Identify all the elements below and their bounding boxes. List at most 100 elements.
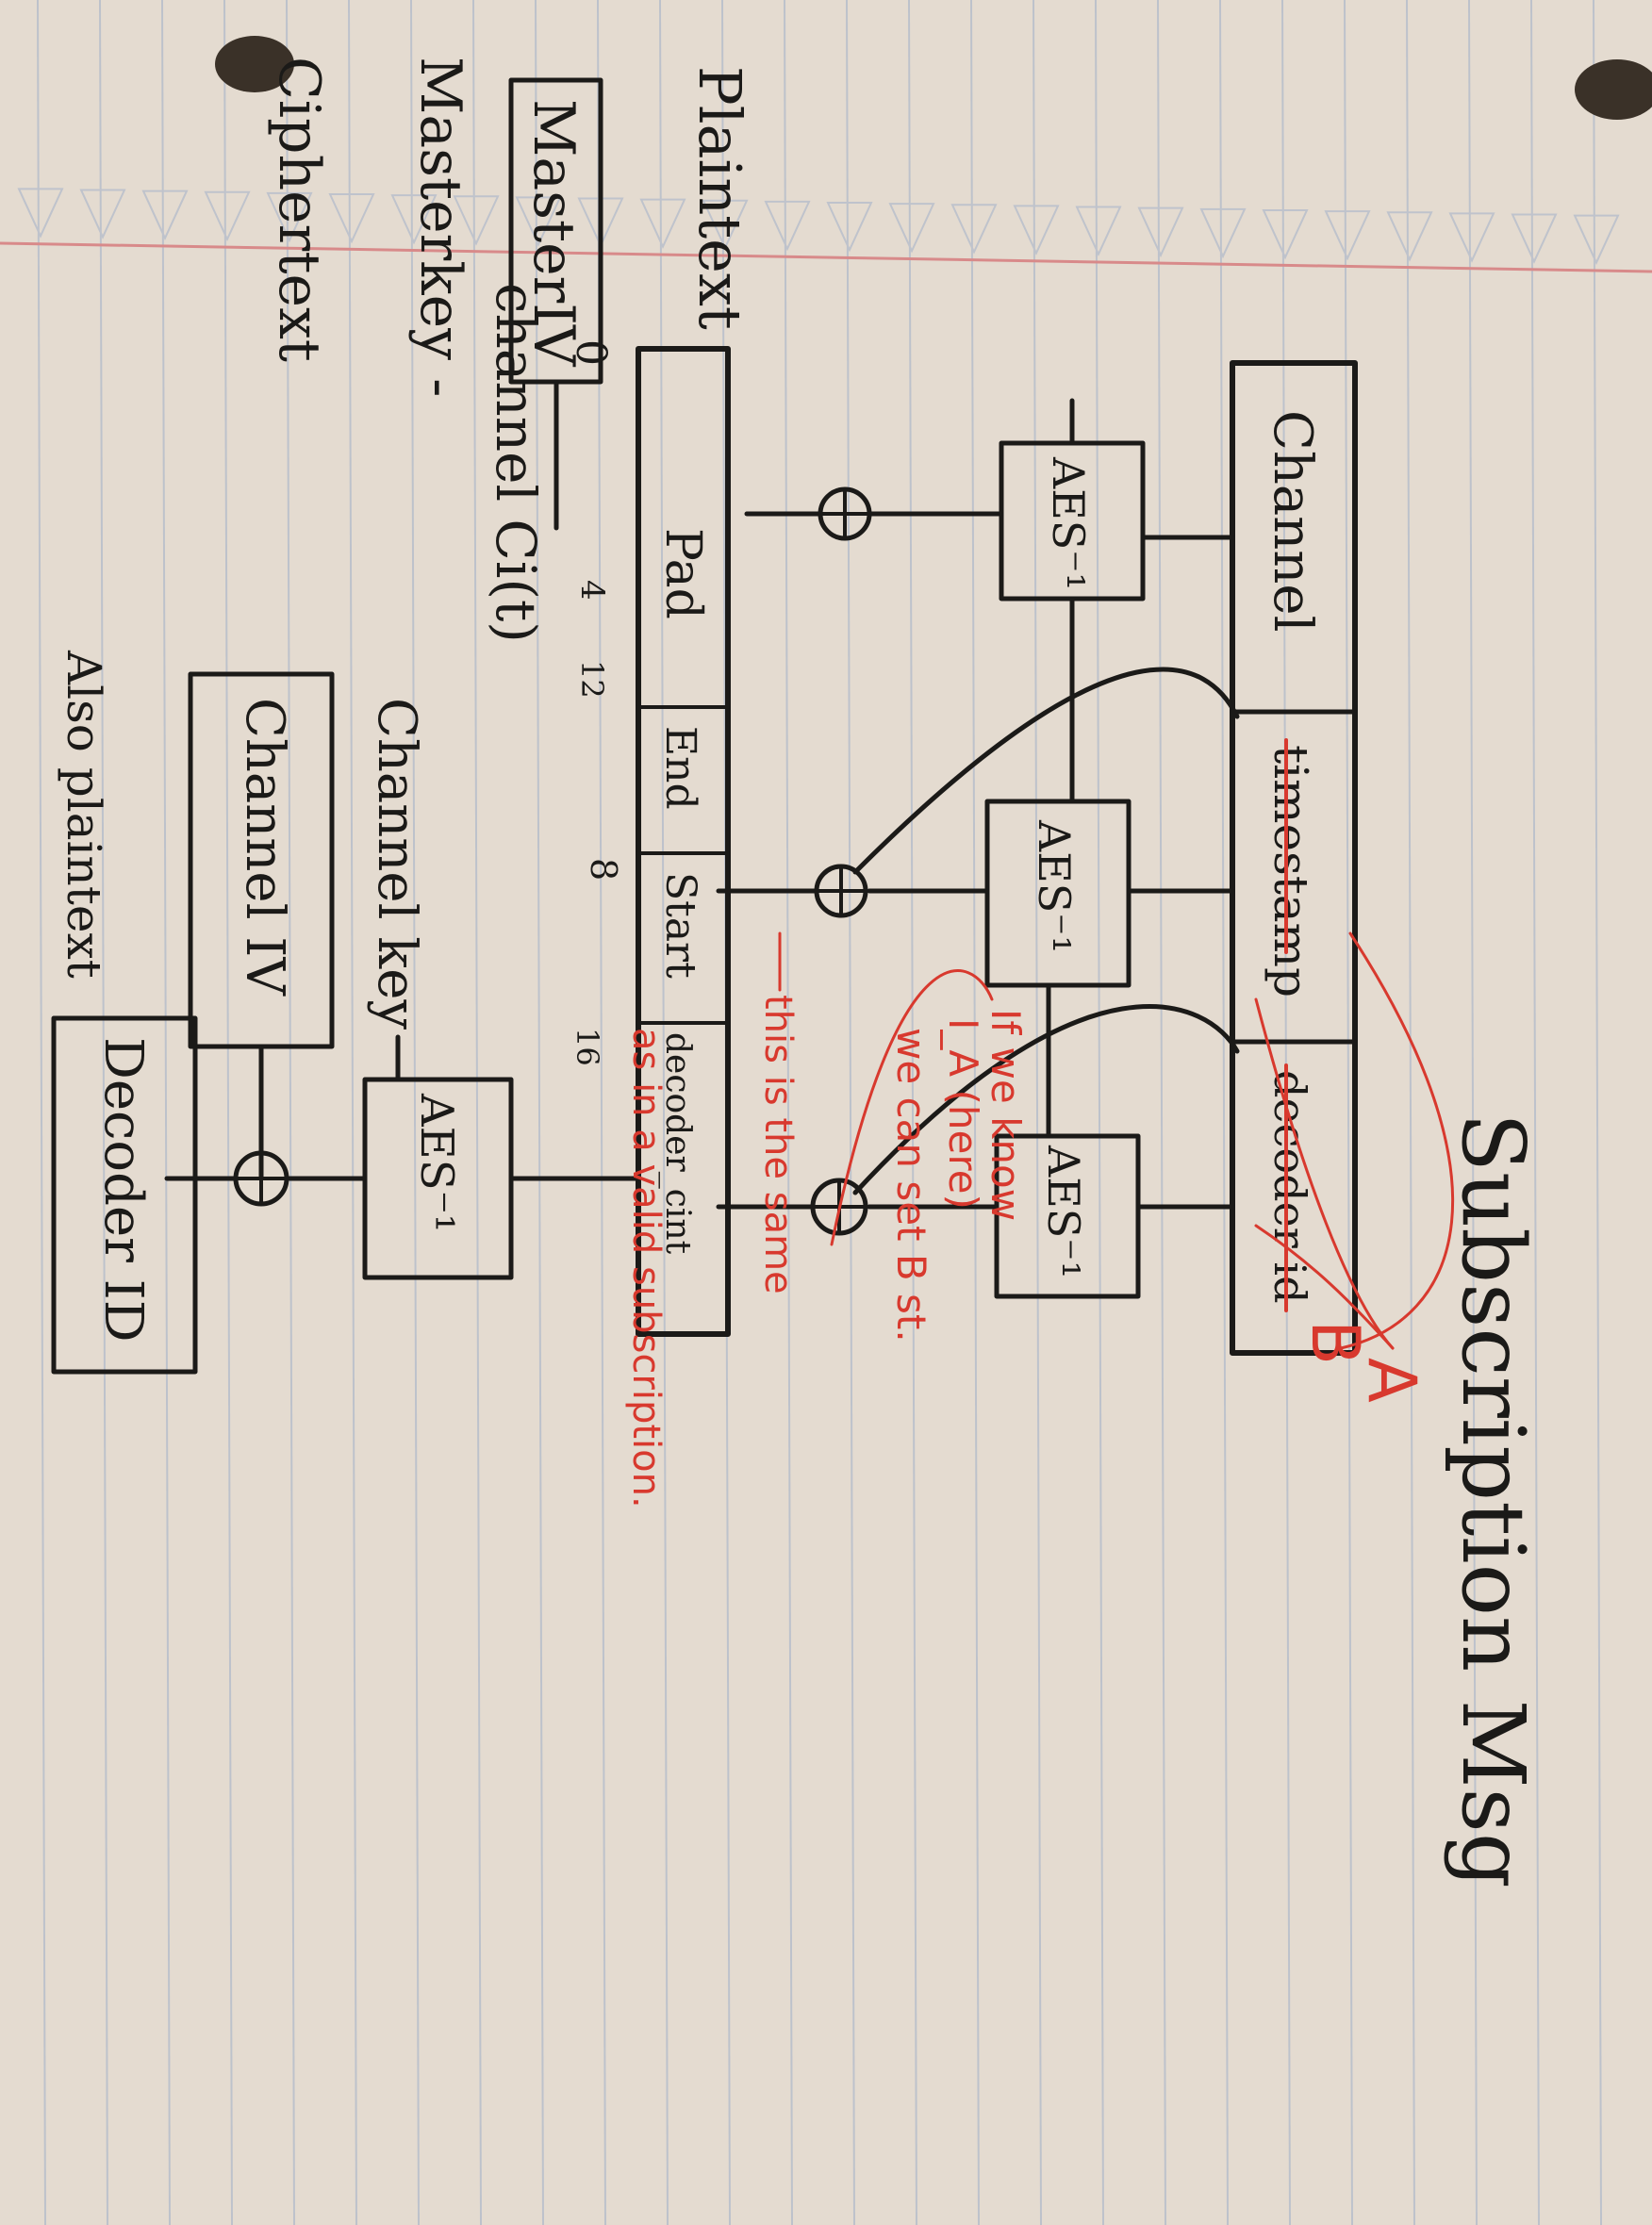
ciphertext-field-decoder-id: decoder id bbox=[1264, 1070, 1315, 1304]
aes-inv-block-3 bbox=[994, 1133, 1141, 1299]
plaintext-bar bbox=[636, 346, 731, 1337]
rule-line bbox=[99, 0, 108, 2225]
diagram-title: Subscription Msg bbox=[1443, 1112, 1544, 1888]
margin-triangle bbox=[1511, 213, 1558, 264]
margin-triangle bbox=[266, 191, 313, 243]
label-channel-cint: channel Ci(t) bbox=[484, 283, 548, 643]
xor-node-1 bbox=[818, 486, 872, 541]
channel-iv-label: Channel IV bbox=[234, 698, 295, 997]
cbc-chain-curve-2 bbox=[852, 1004, 1240, 1195]
plaintext-field-start: Start bbox=[656, 872, 704, 979]
margin-triangle bbox=[1324, 210, 1371, 261]
rule-line bbox=[1530, 0, 1540, 2225]
ciphertext-field-channel: Channel bbox=[1262, 410, 1323, 632]
ruled-lines bbox=[37, 0, 1602, 2225]
margin-triangle bbox=[950, 204, 998, 255]
xor-node-4 bbox=[233, 1150, 289, 1207]
plaintext-field-pad: Pad bbox=[654, 528, 711, 619]
margin-triangle bbox=[79, 189, 126, 239]
margin-triangle bbox=[826, 202, 873, 253]
ciphertext-bar bbox=[1230, 360, 1358, 1356]
margin-triangle bbox=[17, 188, 64, 239]
label-also-plaintext: Also plaintext bbox=[57, 650, 111, 979]
rule-line bbox=[223, 0, 233, 2225]
aes-inv-label-3: AES⁻¹ bbox=[1038, 1145, 1089, 1278]
arrow-to-b bbox=[1339, 931, 1455, 1350]
margin-triangle bbox=[453, 195, 500, 246]
margin-triangle-row bbox=[17, 188, 1620, 265]
arrow-to-a-2 bbox=[1254, 1224, 1395, 1350]
binder-hole-left bbox=[215, 36, 294, 92]
margin-triangle bbox=[141, 190, 189, 240]
margin-triangle bbox=[1573, 214, 1620, 265]
margin-triangle bbox=[639, 198, 686, 250]
cbc-chain-curve-1 bbox=[852, 667, 1240, 875]
decoder-id-label: Decoder ID bbox=[92, 1037, 154, 1343]
margin-triangle bbox=[1386, 211, 1433, 262]
plaintext-field-end: End bbox=[656, 726, 704, 810]
margin-triangle bbox=[515, 196, 562, 247]
rule-line bbox=[1406, 0, 1415, 2225]
rule-line bbox=[1157, 0, 1166, 2225]
annotation-note-1: If we know bbox=[983, 1009, 1029, 1221]
label-plaintext: Plaintext bbox=[686, 66, 754, 330]
rule-line bbox=[535, 0, 544, 2225]
margin-line bbox=[0, 241, 1652, 273]
byte-mark-12: 12 bbox=[574, 660, 610, 699]
margin-triangle bbox=[204, 190, 251, 242]
annotation-note-2: I_A (here) bbox=[940, 1018, 986, 1210]
annotation-note-3: we can set B st. bbox=[888, 1028, 934, 1343]
aes-inv-label-1: AES⁻¹ bbox=[1043, 456, 1094, 590]
rule-line bbox=[659, 0, 669, 2225]
margin-triangle bbox=[1262, 208, 1309, 260]
rule-line bbox=[1219, 0, 1229, 2225]
rule-line bbox=[37, 0, 46, 2225]
rule-line bbox=[1344, 0, 1353, 2225]
rotated-diagram: Subscription Msg Ciphertext Masterkey - … bbox=[51, 57, 1544, 1888]
label-ciphertext: Ciphertext bbox=[266, 57, 332, 362]
margin-triangle bbox=[328, 192, 375, 244]
aes-inv-label-4: AES⁻¹ bbox=[410, 1093, 463, 1232]
rule-line bbox=[410, 0, 420, 2225]
annotation-a: A bbox=[1353, 1358, 1430, 1403]
master-iv-label: MasterIV bbox=[520, 99, 586, 368]
aes-inv-label-2: AES⁻¹ bbox=[1029, 819, 1080, 953]
margin-triangle bbox=[1448, 212, 1495, 263]
byte-mark-16: 16 bbox=[570, 1028, 605, 1066]
margin-triangle bbox=[888, 203, 935, 254]
byte-mark-0: 0 bbox=[567, 339, 615, 366]
label-channel-key: Channel key bbox=[366, 698, 427, 1030]
margin-triangle bbox=[702, 199, 749, 251]
plaintext-field-decoder-cint: decoder_cint bbox=[658, 1032, 697, 1255]
arrow-to-a bbox=[1254, 997, 1395, 1350]
rule-line bbox=[908, 0, 917, 2225]
rule-line bbox=[784, 0, 793, 2225]
arrow-to-xor-3 bbox=[830, 969, 994, 1246]
rule-line bbox=[286, 0, 295, 2225]
label-master-key: Masterkey - bbox=[407, 57, 473, 397]
rule-line bbox=[846, 0, 855, 2225]
binder-hole-right bbox=[1575, 59, 1652, 120]
rule-line bbox=[970, 0, 980, 2225]
margin-triangle bbox=[1137, 206, 1184, 258]
margin-triangle bbox=[1199, 207, 1247, 259]
rule-line bbox=[1593, 0, 1602, 2225]
byte-mark-4: 4 bbox=[573, 580, 611, 601]
margin-triangle bbox=[764, 200, 811, 252]
rule-line bbox=[348, 0, 357, 2225]
ciphertext-field-timestamp: timestamp bbox=[1264, 745, 1318, 997]
annotation-note-5: as in a valid subscription. bbox=[624, 1028, 668, 1508]
margin-triangle bbox=[1013, 205, 1060, 255]
rule-line bbox=[1095, 0, 1104, 2225]
rule-line bbox=[1032, 0, 1042, 2225]
rule-line bbox=[472, 0, 482, 2225]
annotation-note-4: this is the same bbox=[756, 995, 800, 1294]
decoder-id-box bbox=[51, 1015, 198, 1375]
margin-triangle bbox=[390, 194, 438, 245]
byte-mark-8: 8 bbox=[583, 858, 624, 881]
rule-line bbox=[161, 0, 171, 2225]
rule-line bbox=[1468, 0, 1478, 2225]
margin-triangle bbox=[1075, 206, 1122, 256]
